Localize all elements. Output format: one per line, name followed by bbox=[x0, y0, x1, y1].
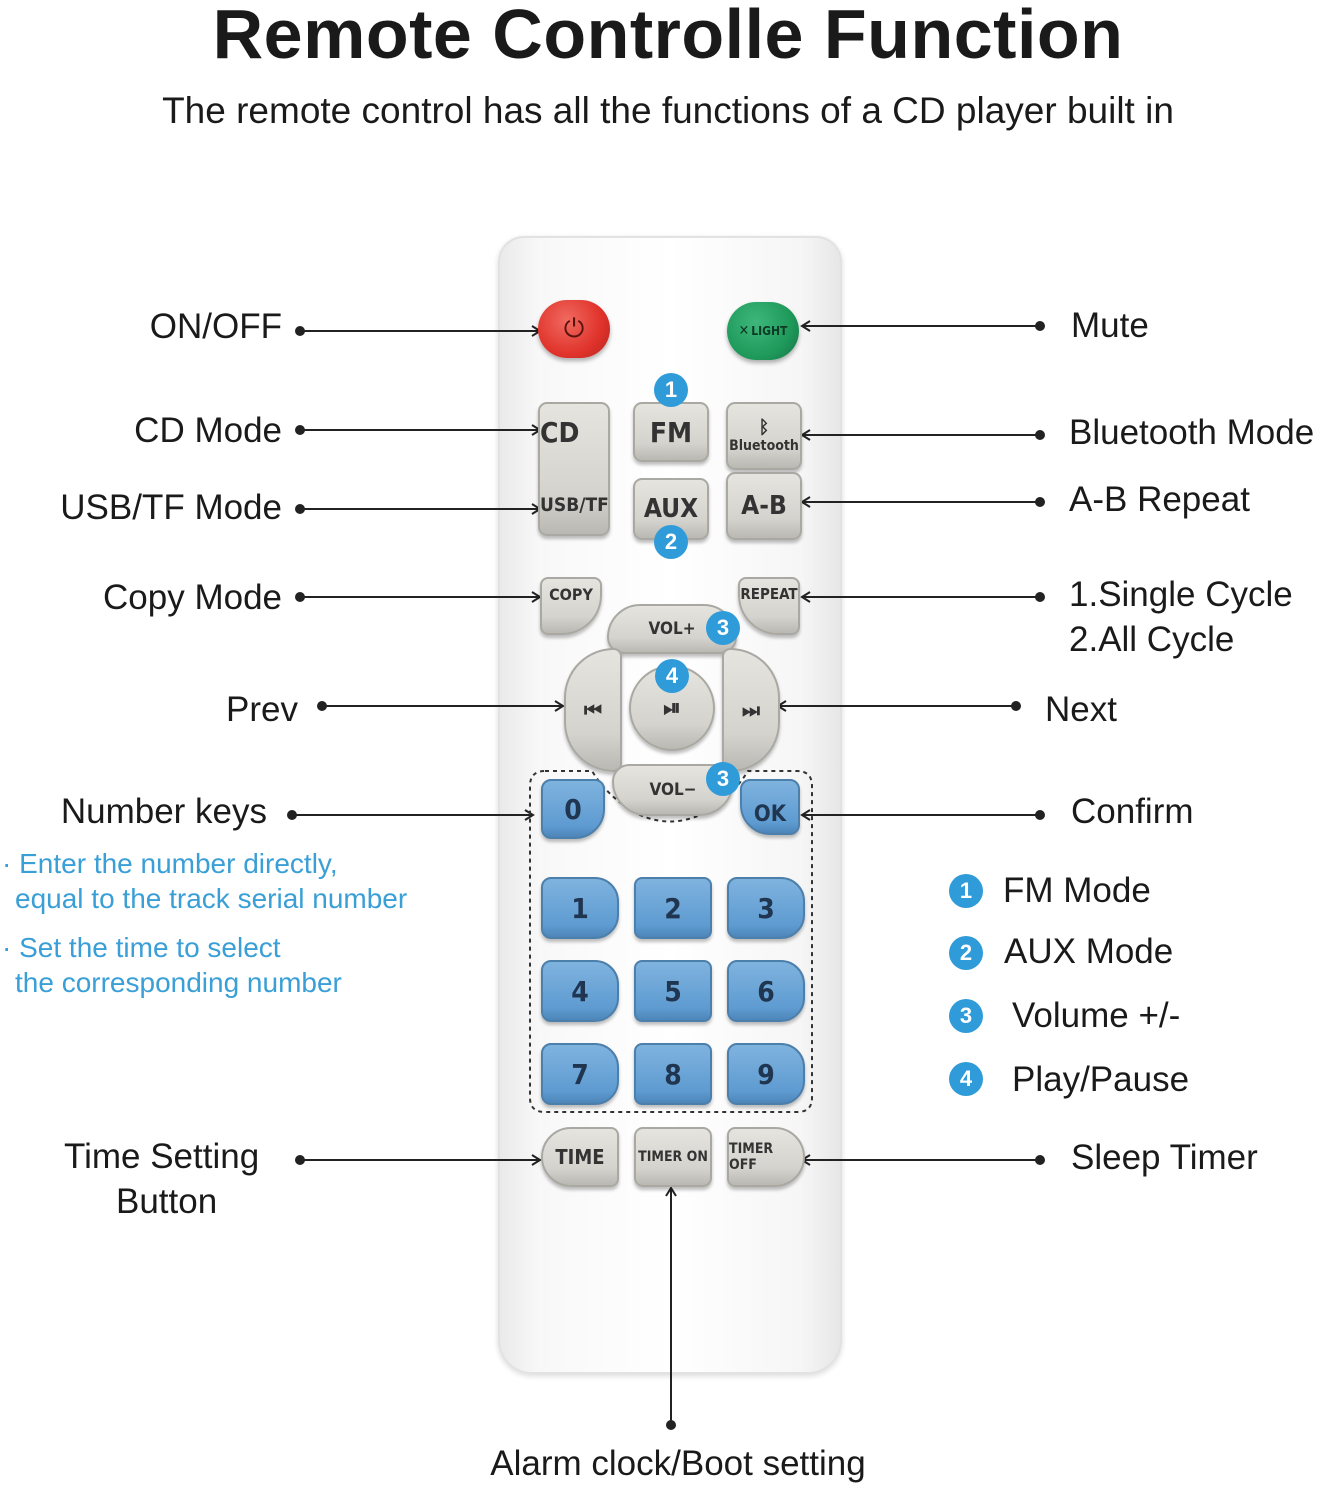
label-usb-tf-mode: USB/TF Mode bbox=[60, 488, 282, 527]
note-2-line1: Set the time to select bbox=[19, 932, 281, 963]
bluetooth-label: Bluetooth bbox=[729, 438, 799, 454]
note-1: · Enter the number directly, equal to th… bbox=[2, 848, 408, 914]
number-key-7[interactable]: 7 bbox=[541, 1043, 619, 1105]
fm-label: FM bbox=[649, 415, 693, 449]
legend-badge-2: 2 bbox=[949, 936, 983, 970]
number-key-4[interactable]: 4 bbox=[541, 960, 619, 1022]
label-sleep-timer: Sleep Timer bbox=[1071, 1138, 1258, 1177]
label-copy-mode: Copy Mode bbox=[103, 578, 282, 617]
label-time-setting-2: Button bbox=[116, 1182, 218, 1221]
label-ab-repeat: A-B Repeat bbox=[1069, 480, 1250, 519]
copy-label: COPY bbox=[549, 585, 593, 604]
power-button[interactable]: ⏻ bbox=[538, 300, 610, 358]
label-bluetooth-mode: Bluetooth Mode bbox=[1069, 413, 1315, 452]
label-alarm-boot: Alarm clock/Boot setting bbox=[490, 1444, 866, 1483]
label-next: Next bbox=[1045, 690, 1117, 729]
label-number-keys: Number keys bbox=[60, 792, 267, 831]
digit-label: 8 bbox=[664, 1057, 682, 1091]
number-key-8[interactable]: 8 bbox=[634, 1043, 712, 1105]
zero-label: 0 bbox=[564, 792, 582, 826]
ok-button[interactable]: OK bbox=[740, 779, 800, 835]
cd-button[interactable]: CD USB/TF bbox=[538, 402, 610, 536]
digit-label: 2 bbox=[664, 891, 682, 925]
label-mute: Mute bbox=[1071, 306, 1149, 345]
label-all-cycle: 2.All Cycle bbox=[1069, 620, 1235, 659]
digit-label: 6 bbox=[757, 974, 775, 1008]
timer-off-button[interactable]: TIMER OFF bbox=[727, 1127, 805, 1187]
digit-label: 5 bbox=[664, 974, 682, 1008]
aux-label: AUX bbox=[643, 494, 699, 524]
label-on-off: ON/OFF bbox=[149, 307, 282, 346]
digit-label: 9 bbox=[757, 1057, 775, 1091]
power-icon: ⏻ bbox=[563, 313, 585, 344]
note-1-line2: equal to the track serial number bbox=[15, 883, 408, 914]
mute-light-button[interactable]: ✕ LIGHT bbox=[727, 302, 799, 360]
time-button[interactable]: TIME bbox=[541, 1127, 619, 1187]
time-label: TIME bbox=[555, 1145, 605, 1169]
usb-tf-label: USB/TF bbox=[540, 494, 609, 516]
fm-button[interactable]: FM bbox=[633, 402, 709, 462]
number-key-6[interactable]: 6 bbox=[727, 960, 805, 1022]
legend-text-2: AUX Mode bbox=[1004, 932, 1174, 971]
number-key-5[interactable]: 5 bbox=[634, 960, 712, 1022]
legend-text-1: FM Mode bbox=[1003, 871, 1151, 910]
number-key-0[interactable]: 0 bbox=[541, 779, 605, 839]
digit-label: 4 bbox=[571, 974, 589, 1008]
note-1-line1: Enter the number directly, bbox=[19, 848, 338, 879]
digit-label: 3 bbox=[757, 891, 775, 925]
badge-4-play: 4 bbox=[655, 659, 689, 693]
legend-badge-3: 3 bbox=[949, 999, 983, 1033]
digit-label: 1 bbox=[571, 891, 589, 925]
number-key-9[interactable]: 9 bbox=[727, 1043, 805, 1105]
bluetooth-icon: ᛒ bbox=[758, 417, 770, 438]
page-subtitle: The remote control has all the functions… bbox=[162, 90, 1174, 131]
note-2: · Set the time to select the correspondi… bbox=[2, 932, 342, 998]
light-label: LIGHT bbox=[751, 324, 788, 338]
badge-3-vol-up: 3 bbox=[706, 611, 740, 645]
label-confirm: Confirm bbox=[1071, 792, 1194, 831]
repeat-label: REPEAT bbox=[740, 585, 798, 603]
note-2-line2: the corresponding number bbox=[15, 967, 342, 998]
cd-label: CD bbox=[540, 416, 580, 449]
number-key-2[interactable]: 2 bbox=[634, 877, 712, 939]
legend-text-4: Play/Pause bbox=[1012, 1060, 1190, 1099]
next-button[interactable]: ⏭ bbox=[722, 648, 780, 772]
timer-on-button[interactable]: TIMER ON bbox=[634, 1127, 712, 1187]
badge-3-vol-down: 3 bbox=[706, 762, 740, 796]
prev-button[interactable]: ⏮ bbox=[564, 648, 622, 772]
badge-2-aux: 2 bbox=[654, 525, 688, 559]
timer-on-label: TIMER ON bbox=[638, 1149, 708, 1165]
vol-up-label: VOL+ bbox=[648, 619, 696, 639]
ab-label: A-B bbox=[741, 491, 787, 521]
page-title: Remote Controlle Function bbox=[212, 0, 1124, 73]
legend-badge-4: 4 bbox=[949, 1062, 983, 1096]
legend-badge-1: 1 bbox=[949, 874, 983, 908]
number-key-3[interactable]: 3 bbox=[727, 877, 805, 939]
label-time-setting-1: Time Setting bbox=[64, 1137, 260, 1176]
mute-icon: ✕ bbox=[738, 323, 750, 339]
next-icon: ⏭ bbox=[742, 698, 760, 722]
label-prev: Prev bbox=[226, 690, 298, 729]
digit-label: 7 bbox=[571, 1057, 589, 1091]
label-cd-mode: CD Mode bbox=[134, 411, 282, 450]
bluetooth-button[interactable]: ᛒ Bluetooth bbox=[726, 402, 802, 470]
label-single-cycle: 1.Single Cycle bbox=[1069, 575, 1293, 614]
ab-repeat-button[interactable]: A-B bbox=[726, 472, 802, 540]
prev-icon: ⏮ bbox=[584, 698, 602, 722]
vol-down-label: VOL− bbox=[649, 780, 697, 800]
legend-text-3: Volume +/- bbox=[1012, 996, 1181, 1035]
timer-off-label: TIMER OFF bbox=[729, 1141, 774, 1173]
ok-label: OK bbox=[753, 802, 787, 827]
play-pause-icon: ⏯ bbox=[663, 695, 681, 721]
number-key-1[interactable]: 1 bbox=[541, 877, 619, 939]
badge-1-fm: 1 bbox=[654, 373, 688, 407]
